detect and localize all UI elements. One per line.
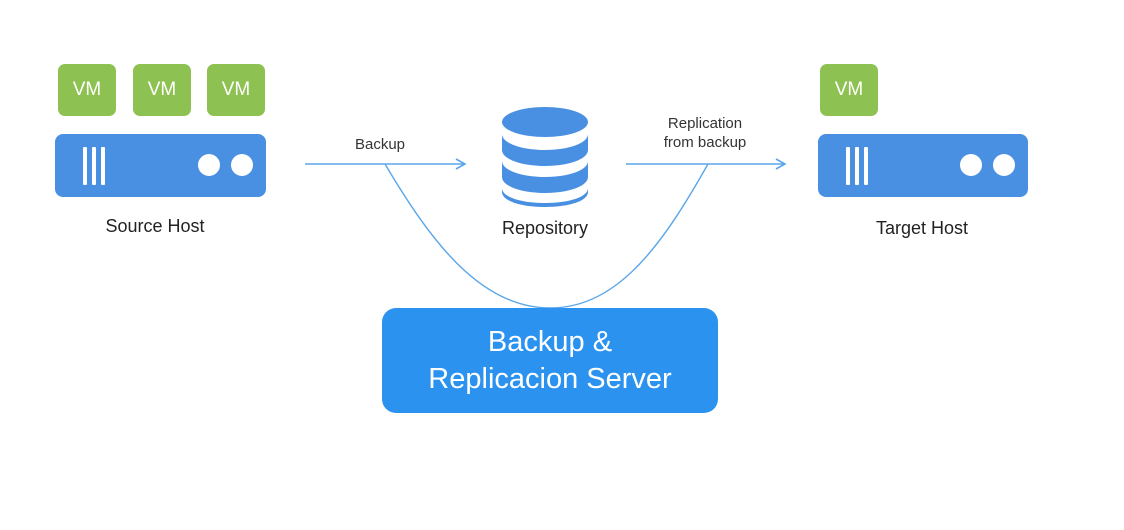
- database-icon: [502, 107, 588, 207]
- target-host-label: Target Host: [875, 218, 969, 238]
- target-host-server-icon: [818, 134, 1028, 197]
- vm-label: VM: [834, 79, 864, 100]
- source-vm-2: VM: [133, 64, 191, 116]
- server-label-line1: Backup &: [487, 325, 613, 358]
- vm-label: VM: [72, 79, 102, 100]
- source-vm-1: VM: [58, 64, 116, 116]
- server-led-icon: [198, 154, 220, 176]
- server-led-icon: [960, 154, 982, 176]
- source-host-server-icon: [55, 134, 266, 197]
- server-bars-icon: [846, 147, 870, 185]
- target-vm-1: VM: [820, 64, 878, 116]
- source-host-label: Source Host: [105, 216, 205, 236]
- server-bars-icon: [83, 147, 107, 185]
- server-led-icon: [231, 154, 253, 176]
- replication-label-line2: from backup: [663, 134, 747, 151]
- replication-label-line1: Replication: [667, 115, 743, 132]
- server-led-icon: [993, 154, 1015, 176]
- source-vm-3: VM: [207, 64, 265, 116]
- server-label-line2: Replicacion Server: [428, 362, 672, 395]
- repository-label: Repository: [501, 218, 589, 238]
- backup-edge-label: Backup: [354, 136, 406, 153]
- backup-replication-server-box: Backup & Replicacion Server: [382, 308, 718, 413]
- replication-edge-label: Replication from backup: [640, 114, 770, 152]
- vm-label: VM: [147, 79, 177, 100]
- vm-label: VM: [221, 79, 251, 100]
